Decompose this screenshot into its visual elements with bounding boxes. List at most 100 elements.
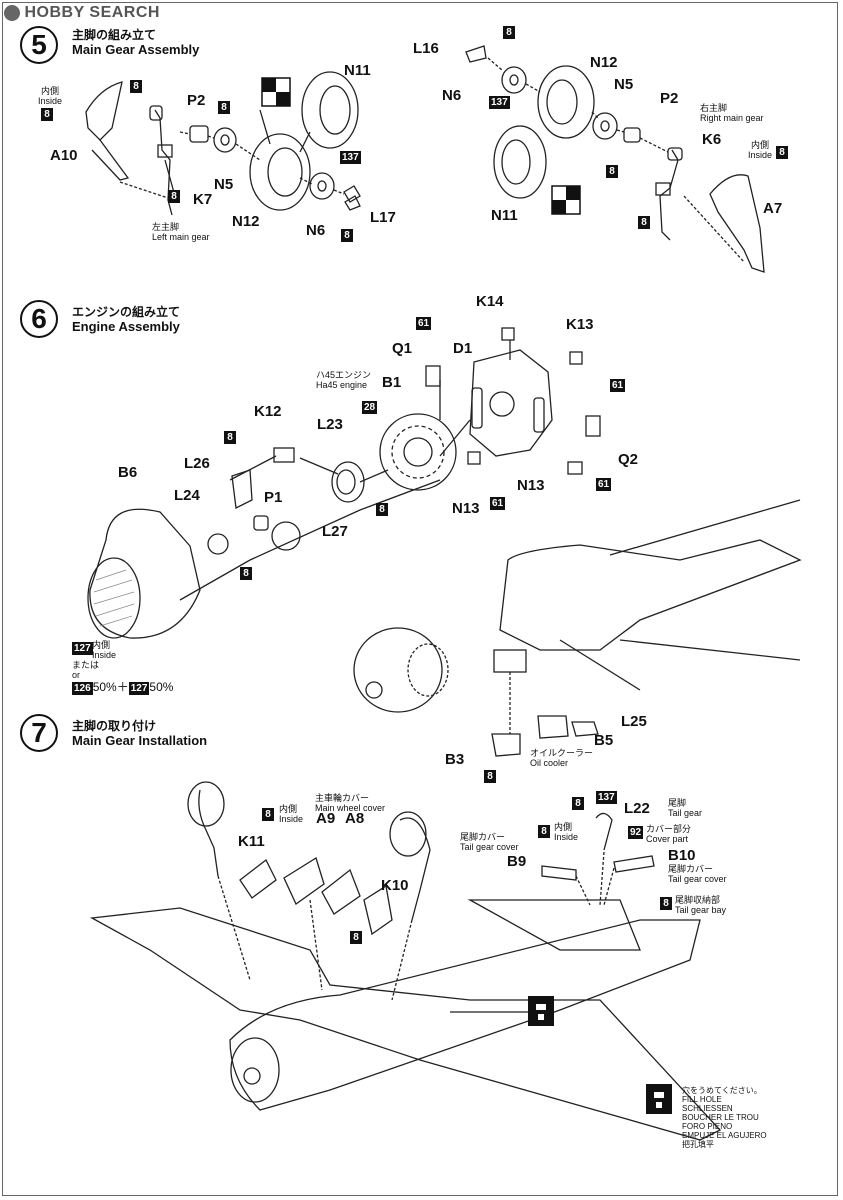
inside-jp: 内側 <box>41 86 60 96</box>
part-label: N13 <box>452 500 480 517</box>
tail-cover-jp: 尾脚カバー <box>668 864 714 874</box>
tail-gear-jp: 尾脚 <box>668 798 687 808</box>
tail-cover-en: Tail gear cover <box>460 842 519 852</box>
engine-jp: ハ45エンジン <box>316 370 372 380</box>
part-label: K14 <box>476 293 504 310</box>
mix-b: 50% <box>149 680 174 694</box>
part-label: N6 <box>306 222 326 239</box>
part-label: A10 <box>50 147 78 164</box>
part-label: Q1 <box>392 340 413 357</box>
b3-part <box>491 733 521 757</box>
part-label: L25 <box>621 713 647 730</box>
inside-note-right: 内側 Inside <box>748 140 772 160</box>
color-code: 8 <box>262 808 274 821</box>
n12-tire-right <box>537 65 595 139</box>
color-code: 137 <box>340 151 361 164</box>
part-label: L26 <box>184 455 210 472</box>
legend-line: FORO PIENO <box>682 1122 733 1131</box>
tail-bay-note: 尾脚収納部 Tail gear bay <box>675 895 726 915</box>
legend-line: BOUCHER LE TROU <box>682 1113 759 1122</box>
l16-cap <box>465 45 487 63</box>
part-label: L27 <box>322 523 348 540</box>
n11-tire-right <box>493 125 547 199</box>
part-label: K6 <box>702 131 722 148</box>
b10-cover <box>613 855 655 873</box>
step7-title-en: Main Gear Installation <box>72 733 208 748</box>
part-label: K11 <box>238 833 265 850</box>
part-label: K7 <box>193 191 213 208</box>
left-gear-jp: 左主脚 <box>152 222 180 232</box>
k11-part <box>239 859 277 899</box>
legend-line: 穴をうめてください。 <box>682 1086 762 1095</box>
tail-cover-note-left: 尾脚カバー Tail gear cover <box>460 832 519 852</box>
part-label: A7 <box>763 200 783 217</box>
a8-cover <box>321 868 361 915</box>
part-label: P2 <box>187 92 206 109</box>
part-label: L22 <box>624 800 650 817</box>
inside-jp: 内側 <box>554 822 573 832</box>
color-code: 61 <box>596 478 612 491</box>
inside-note: 内側 Inside <box>554 822 578 842</box>
part-label: D1 <box>453 340 473 357</box>
right-gear-leg <box>399 817 431 921</box>
part-label: N11 <box>344 62 371 79</box>
part-label: L23 <box>317 416 343 433</box>
color-code: 8 <box>484 770 496 783</box>
step5-number: 5 <box>20 26 58 64</box>
inside-en: Inside <box>38 96 63 106</box>
color-code: 127 <box>128 682 150 695</box>
step6-number: 6 <box>20 300 58 338</box>
l26-part <box>231 469 253 509</box>
p1-part <box>253 515 269 531</box>
oil-en: Oil cooler <box>530 758 569 768</box>
b9-cover <box>541 865 577 881</box>
fuselage-nose <box>499 539 802 651</box>
oil-cooler-bay <box>493 649 527 673</box>
l25-part <box>571 721 599 737</box>
color-code: 8 <box>341 229 353 242</box>
logo-icon <box>4 4 20 21</box>
main-cover-note: 主車輪カバー Main wheel cover <box>315 793 385 813</box>
engine-en: Ha45 engine <box>316 380 368 390</box>
a10-gear-door <box>85 81 123 141</box>
legend-line: FILL HOLE <box>682 1095 722 1104</box>
cover-part-note: カバー部分 Cover part <box>646 824 691 844</box>
part-label: B10 <box>668 847 696 864</box>
q1-part <box>425 365 441 387</box>
step5-title-en: Main Gear Assembly <box>72 42 200 57</box>
color-code: 61 <box>416 317 432 330</box>
color-code: 8 <box>503 26 515 39</box>
color-code: 8 <box>606 165 618 178</box>
l23-ring <box>331 461 365 503</box>
inside-en: Inside <box>748 150 773 160</box>
cover-part-en: Cover part <box>646 834 689 844</box>
inside-en: Inside <box>554 832 579 842</box>
part-label: L17 <box>370 209 396 226</box>
step5-title-jp: 主脚の組み立て <box>72 28 157 42</box>
tail-plane <box>467 899 641 951</box>
part-label: B3 <box>445 751 465 768</box>
color-code: 8 <box>572 797 584 810</box>
color-code: 8 <box>376 503 388 516</box>
color-code: 8 <box>130 80 142 93</box>
q2-part <box>585 415 601 437</box>
color-code: 28 <box>362 401 378 414</box>
inside-note-left: 内側 Inside <box>38 86 62 106</box>
color-code: 61 <box>610 379 626 392</box>
or-en: or <box>72 670 81 680</box>
engine-cowl-installed <box>353 627 443 713</box>
color-code: 8 <box>776 146 788 159</box>
legend-line: 把孔填平 <box>682 1140 714 1149</box>
k14-part <box>501 327 515 341</box>
color-code: 8 <box>218 101 230 114</box>
tail-cover-jp: 尾脚カバー <box>460 832 506 842</box>
cover-en: Main wheel cover <box>315 803 386 813</box>
inside-note: 内側 Inside <box>279 804 303 824</box>
part-label: K12 <box>254 403 282 420</box>
tail-cover-note-right: 尾脚カバー Tail gear cover <box>668 864 727 884</box>
oil-jp: オイルクーラー <box>530 748 594 758</box>
fuselage-body <box>229 919 701 1111</box>
color-code: 8 <box>168 190 180 203</box>
